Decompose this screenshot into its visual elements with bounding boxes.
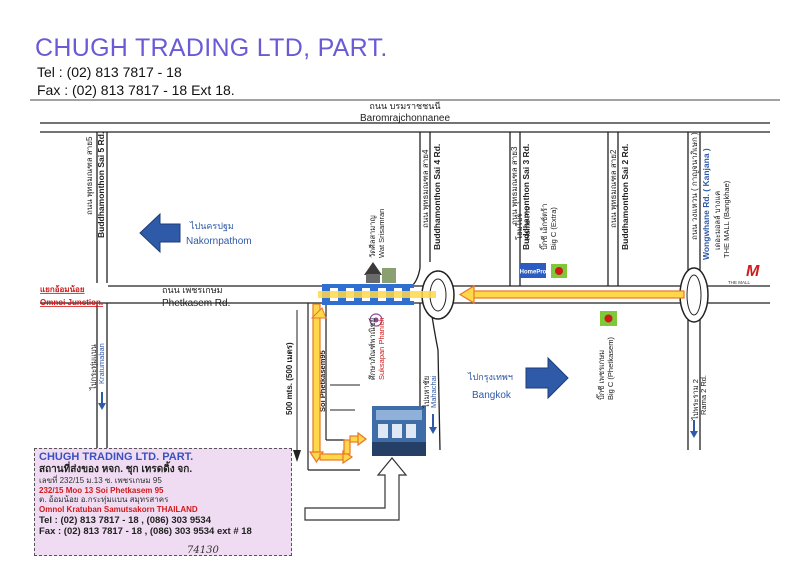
the-mall-logo-icon: M THE MALL	[728, 263, 760, 285]
label-rama2-en: Rama 2 Rd.	[699, 375, 708, 415]
road-sai4-curve	[411, 267, 421, 287]
label-rama2-th: ไปพระราม 2	[691, 379, 700, 421]
label-homepro-en: Home Pro	[523, 206, 532, 240]
road-label-sai5-th: ถนน พุทธมณฑล สาย5	[85, 136, 94, 215]
road-label-soi-en: Soi Phetkasem95	[318, 350, 327, 412]
label-bangkok-th: ไปกรุงเทพฯ	[467, 372, 513, 383]
label-bigcx-en: Big C (Extra)	[549, 207, 558, 250]
route-arrow-corner	[310, 307, 327, 319]
arrow-to-bangkok	[525, 356, 569, 400]
road-label-top-th: ถนน บรมราชชนนี	[369, 101, 440, 111]
info-address-th-2: ต. อ้อมน้อย อ.กระทุ่มแบน สมุทรสาคร	[39, 495, 169, 505]
label-school-en: Suksapan Phanich	[377, 317, 386, 380]
arrow-to-nakornpathom	[139, 212, 181, 254]
label-school-th: ศึกษาภัณฑ์พาณิชย์	[368, 318, 377, 380]
road-label-kanjana-th: ถนน วงแหวน ( กาญจนาภิเษก )	[690, 132, 699, 240]
road-label-sai2-en: Buddhamonthon Sai 2 Rd.	[620, 144, 630, 250]
arrow-down-rama2	[690, 420, 698, 438]
road-label-sai5-en: Buddhamonthon Sai 5 Rd.	[96, 132, 106, 238]
handwritten-postcode: 74130	[187, 545, 219, 557]
route-arrow-phetkasem	[458, 284, 685, 305]
bigc-extra-logo-icon	[551, 264, 567, 278]
road-label-sai3-th: ถนน พุทธมณฑล สาย3	[510, 146, 519, 225]
label-omnoi-en: Omnoi Junction.	[40, 298, 103, 307]
road-label-phet-th: ถนน เพชรเกษม	[162, 285, 223, 295]
info-th-name: สถานที่ส่งของ หจก. ชุก เทรดดิ้ง จก.	[39, 464, 193, 476]
label-omnoi-th: แยกอ้อมน้อย	[40, 284, 85, 294]
label-bigcx-th: บิ๊กซี เอ็กซ์ตร้า	[539, 204, 549, 251]
road-label-sai4-th: ถนน พุทธมณฑล สาย4	[421, 149, 430, 228]
road-soi-side-streets	[330, 384, 360, 411]
telephone-line: Tel : (02) 813 7817 - 18	[37, 64, 182, 80]
homepro-logo-text: HomePro	[520, 270, 547, 276]
the-mall-logo-sub: THE MALL	[728, 280, 751, 285]
route-arrow-soi	[308, 303, 367, 465]
info-address-en-1: 232/15 Moo 13 Soi Phetkasem 95	[39, 485, 164, 495]
label-mall-th: เดอะมอลล์ บางแค	[713, 191, 722, 250]
info-address-en-2: Omnol Kratuban Samutsakorn THAILAND	[39, 504, 198, 514]
road-label-top-en: Baromrajchonnanee	[360, 113, 450, 124]
label-wat-en: Wat Srisamran	[377, 209, 386, 258]
arrow-down-kratum	[98, 392, 106, 410]
distance-arrowhead	[293, 450, 301, 462]
distance-label: 500 mts. (500 เมตร)	[285, 342, 294, 415]
info-address-th-1: เลขที่ 232/15 ม.13 ซ. เพชรเกษม 95	[39, 476, 162, 486]
suksapan-logo-icon	[369, 313, 383, 327]
destination-pointer-arrow	[304, 457, 408, 521]
label-mall-en: THE MALL (Bangkhae)	[722, 180, 731, 258]
delivery-info-box: CHUGH TRADING LTD. PART. สถานที่ส่งของ ห…	[34, 448, 292, 556]
info-tel: Tel : (02) 813 7817 - 18 , (086) 303 953…	[39, 514, 211, 526]
label-nakorn-en: Nakornpathom	[186, 236, 252, 247]
label-kratum-en: Kratumaban	[97, 343, 106, 384]
label-mahachai-th: ไปมหาชัย	[422, 376, 431, 409]
bigc-phetkasem-logo-icon	[600, 311, 617, 326]
roundabout-kanjana-inner	[686, 274, 702, 316]
info-title: CHUGH TRADING LTD. PART.	[39, 451, 194, 463]
label-nakorn-th: ไปนครปฐม	[189, 221, 234, 232]
label-bigcp-th: บิ๊กซี เพชรเกษม	[596, 350, 606, 400]
route-arrow-crossing	[318, 291, 436, 298]
the-mall-logo-text: M	[746, 263, 760, 280]
road-label-kanjana-en: Wongwhane Rd. ( Kanjana )	[701, 148, 711, 260]
info-fax: Fax : (02) 813 7817 - 18 , (086) 303 953…	[39, 525, 252, 537]
info-address-th-2-row: ต. อ้อมน้อย อ.กระทุ่มแบน สมุทรสาคร 74130	[39, 495, 287, 556]
road-label-sai4-en: Buddhamonthon Sai 4 Rd.	[432, 144, 442, 250]
company-title: CHUGH TRADING LTD, PART.	[35, 34, 388, 62]
label-homepro-th: โฮมโปร	[515, 214, 524, 240]
road-label-sai2-th: ถนน พุทธมณฑล สาย2	[609, 149, 618, 228]
label-bangkok-en: Bangkok	[472, 390, 512, 401]
omnoi-junction-box	[38, 283, 108, 287]
label-kratum-th: ไปกระทุ่มแบน	[89, 344, 98, 391]
homepro-logo-icon: HomePro	[520, 263, 547, 278]
fax-line: Fax : (02) 813 7817 - 18 Ext 18.	[37, 82, 235, 98]
road-label-sai3-en: Buddhamonthon Sai 3 Rd.	[521, 144, 531, 250]
arrow-down-mahachai	[429, 414, 437, 434]
label-wat-th: วัดศีลสามาญ	[368, 215, 377, 258]
road-label-phet-en: Phetkasem Rd.	[162, 298, 230, 309]
label-bigcp-en: Big C (Phetkasem)	[606, 337, 615, 400]
temple-icon	[364, 262, 396, 283]
label-mahachai-en: Mahachai	[429, 375, 438, 408]
destination-building	[372, 406, 426, 456]
